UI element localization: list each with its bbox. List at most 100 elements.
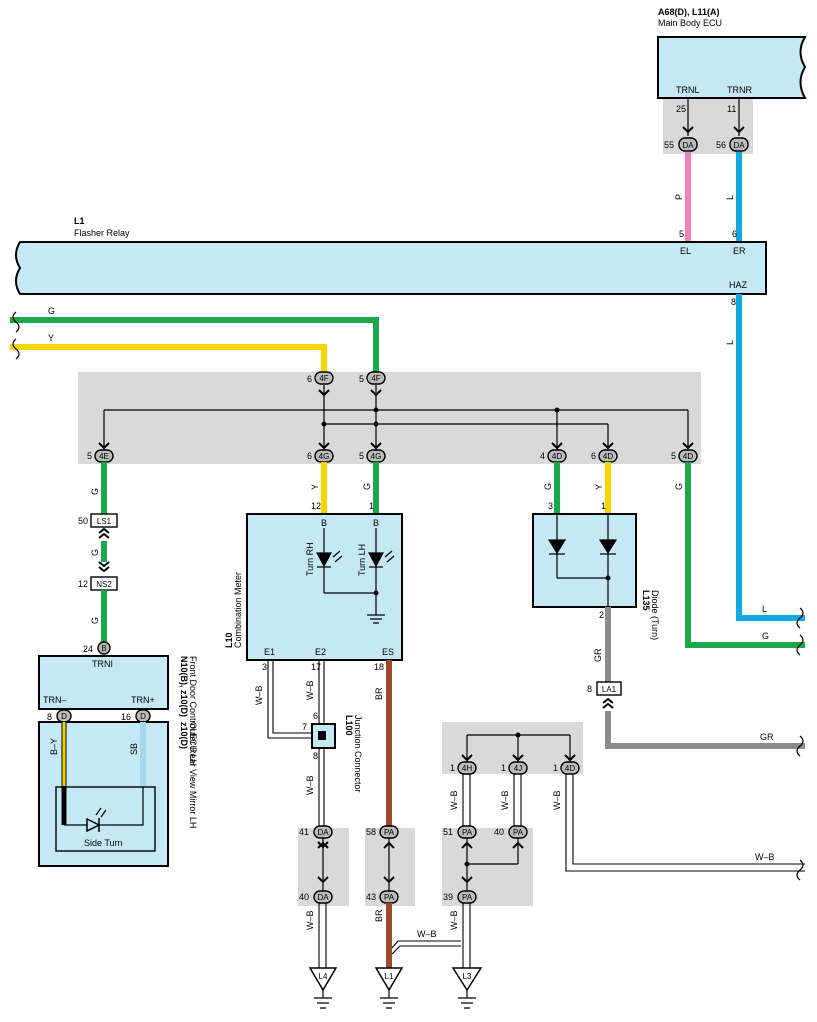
svg-text:PA: PA xyxy=(384,828,395,837)
svg-text:DA: DA xyxy=(682,141,694,150)
svg-text:GR: GR xyxy=(593,648,603,662)
svg-text:7: 7 xyxy=(302,722,307,732)
connector-da-40: 40 DA xyxy=(299,890,333,904)
svg-text:LS1: LS1 xyxy=(97,517,112,526)
svg-text:PA: PA xyxy=(462,828,473,837)
turn-lh-label: Turn LH xyxy=(357,544,367,576)
svg-text:L1: L1 xyxy=(385,972,394,981)
svg-text:4F: 4F xyxy=(319,374,328,383)
pin-haz-no: 8 xyxy=(731,297,736,307)
svg-text:DA: DA xyxy=(733,141,745,150)
svg-text:L4: L4 xyxy=(319,972,328,981)
svg-text:5: 5 xyxy=(359,451,364,461)
svg-text:39: 39 xyxy=(443,892,453,902)
ground-l1: L1 xyxy=(374,967,404,1009)
svg-text:1: 1 xyxy=(369,501,374,511)
svg-text:B: B xyxy=(101,644,106,653)
svg-text:LA1: LA1 xyxy=(602,685,617,694)
wire-gr-lower xyxy=(605,711,805,749)
flasher-relay-code: L1 xyxy=(74,216,85,226)
svg-text:G: G xyxy=(674,483,684,490)
diode-code: L135 xyxy=(641,590,651,611)
svg-text:TRNI: TRNI xyxy=(92,659,113,669)
svg-text:G: G xyxy=(90,488,100,495)
wire-wb-meter xyxy=(267,660,325,828)
svg-text:12: 12 xyxy=(311,501,321,511)
svg-text:B–Y: B–Y xyxy=(49,738,59,755)
meter-name: Combination Meter xyxy=(233,572,243,648)
svg-text:1: 1 xyxy=(553,763,558,773)
svg-text:5: 5 xyxy=(87,451,92,461)
svg-text:4H: 4H xyxy=(462,764,472,773)
svg-text:5: 5 xyxy=(359,374,364,384)
wire-label-g-top: G xyxy=(48,306,55,316)
connector-da-56: 56 DA xyxy=(716,137,749,152)
connector-da-41: 41 DA xyxy=(299,825,333,839)
svg-text:W–B: W–B xyxy=(552,790,562,810)
wire-l-haz xyxy=(736,294,805,621)
svg-text:G: G xyxy=(362,483,372,490)
turn-rh-label: Turn RH xyxy=(305,542,315,576)
connector-pa-39: 39 PA xyxy=(443,890,477,904)
svg-text:G: G xyxy=(90,549,100,556)
junction-connector: 7 6 8 L100 Junction Connector xyxy=(302,711,363,793)
svg-text:BR: BR xyxy=(374,687,384,700)
connector-4d-6: 6 4D xyxy=(591,449,618,463)
svg-text:43: 43 xyxy=(366,892,376,902)
pin-el-no: 5 xyxy=(679,229,684,239)
pin-er-no: 6 xyxy=(732,229,737,239)
flasher-relay: L1 Flasher Relay EL ER HAZ xyxy=(15,216,767,295)
svg-text:6: 6 xyxy=(307,374,312,384)
svg-text:NS2: NS2 xyxy=(96,580,112,589)
svg-text:41: 41 xyxy=(299,827,309,837)
svg-text:W–B: W–B xyxy=(500,790,510,810)
svg-text:18: 18 xyxy=(374,662,384,672)
pin-er: ER xyxy=(733,246,746,256)
svg-text:50: 50 xyxy=(78,516,88,526)
svg-text:4D: 4D xyxy=(565,764,575,773)
meter-code: L10 xyxy=(224,632,234,648)
wire-y-top xyxy=(10,344,327,372)
svg-text:B: B xyxy=(321,518,327,528)
junction-name: Junction Connector xyxy=(353,715,363,793)
svg-text:4G: 4G xyxy=(319,452,330,461)
front-door-ecu-name: Front Door Control ECU LH xyxy=(188,656,198,766)
svg-text:E2: E2 xyxy=(315,647,326,657)
svg-text:TRN+: TRN+ xyxy=(131,695,155,705)
svg-text:GR: GR xyxy=(760,732,774,742)
svg-text:4D: 4D xyxy=(603,452,613,461)
side-turn-label: Side Turn xyxy=(84,838,123,848)
svg-text:3: 3 xyxy=(548,501,553,511)
svg-text:W–B: W–B xyxy=(449,910,459,930)
connector-4d-right: 1 4D xyxy=(553,761,580,775)
wire-label-y-top: Y xyxy=(48,333,54,343)
wire-g-right xyxy=(685,462,805,648)
connector-4g-5: 5 4G xyxy=(359,449,386,463)
svg-text:6: 6 xyxy=(313,711,318,721)
mirror-name: Outer Rear View Mirror LH xyxy=(188,722,198,828)
svg-text:W–B: W–B xyxy=(305,910,315,930)
svg-text:4J: 4J xyxy=(514,764,522,773)
main-body-ecu-name: Main Body ECU xyxy=(658,18,722,28)
connector-ls1: 50 LS1 xyxy=(78,513,118,528)
svg-text:55: 55 xyxy=(664,140,674,150)
svg-text:B: B xyxy=(373,518,379,528)
main-body-ecu: A68(D), L11(A) Main Body ECU TRNL TRNR xyxy=(657,7,807,99)
svg-text:4F: 4F xyxy=(371,374,380,383)
svg-text:4D: 4D xyxy=(552,452,562,461)
svg-text:6: 6 xyxy=(591,451,596,461)
connector-4f-6: 6 4F xyxy=(307,371,334,385)
connector-la1: 8 LA1 xyxy=(587,681,622,696)
svg-text:1: 1 xyxy=(601,501,606,511)
svg-text:8: 8 xyxy=(313,751,318,761)
svg-text:TRN–: TRN– xyxy=(43,695,67,705)
front-door-ecu: TRNI TRN– TRN+ N10(B), z10(D) Front Door… xyxy=(38,655,198,766)
pin-haz: HAZ xyxy=(729,280,748,290)
wire-label-p: P xyxy=(674,194,684,200)
connector-da-55: 55 DA xyxy=(664,137,698,152)
svg-text:Y: Y xyxy=(310,484,320,490)
svg-text:DA: DA xyxy=(317,893,329,902)
svg-text:4E: 4E xyxy=(99,452,109,461)
ground-l4: L4 xyxy=(308,967,338,1009)
